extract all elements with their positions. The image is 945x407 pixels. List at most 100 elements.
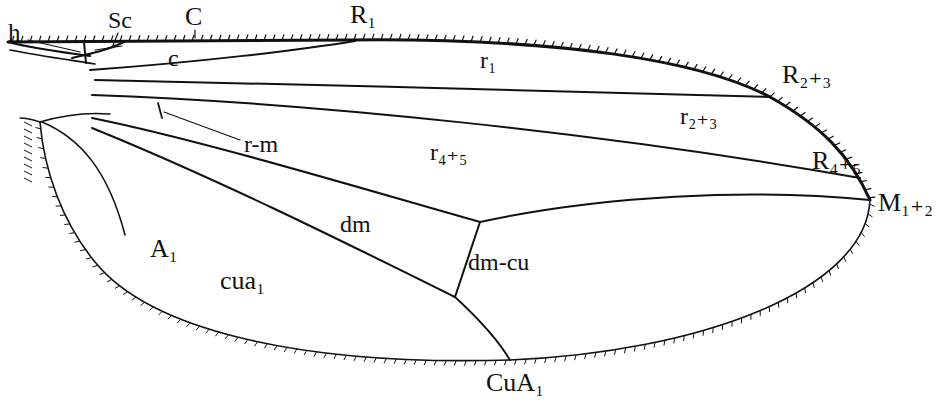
wing-hair xyxy=(345,34,347,40)
wing-hair xyxy=(344,355,346,360)
wing-hair xyxy=(156,35,158,41)
wing-hair xyxy=(856,241,859,245)
wing-hair xyxy=(793,107,798,111)
wing-hair xyxy=(291,34,293,40)
wing-hair xyxy=(444,361,446,366)
cell-label: r₁ xyxy=(480,48,496,72)
wing-hair xyxy=(424,360,426,365)
wing-hair xyxy=(201,35,203,41)
wing-hair xyxy=(354,34,356,40)
wing-hair xyxy=(324,353,327,358)
wing-hair xyxy=(770,93,775,97)
wing-hair xyxy=(868,214,872,217)
wing-hair xyxy=(374,358,376,363)
wing-hair xyxy=(115,286,120,289)
wing-hair xyxy=(294,349,297,354)
wing-hair xyxy=(535,359,537,364)
wing-hair xyxy=(634,346,635,351)
wing-hair xyxy=(309,34,311,40)
wing-hair xyxy=(399,34,401,40)
wing-hair xyxy=(86,258,91,259)
wing-hair xyxy=(40,157,45,159)
wing-hair xyxy=(48,36,50,42)
wing-hair xyxy=(102,35,104,41)
wing-hair xyxy=(489,37,491,43)
wing-hair xyxy=(336,34,338,40)
vein-label: Sc xyxy=(108,8,132,32)
wing-hair xyxy=(498,37,500,43)
wing-hair xyxy=(35,127,40,128)
wing-hair xyxy=(555,357,557,362)
wing-hair xyxy=(614,48,617,54)
wing-hair xyxy=(100,273,105,275)
wing-hair xyxy=(644,344,645,349)
wing-hair xyxy=(668,58,671,63)
wing-hair xyxy=(372,34,374,40)
wing-hair xyxy=(300,34,302,40)
wing-hair xyxy=(663,340,665,345)
alula-hair xyxy=(24,122,32,126)
alula-hair xyxy=(24,157,32,161)
wing-hair xyxy=(43,167,48,169)
wing-hair xyxy=(56,205,61,206)
wing-hair xyxy=(676,60,679,65)
vein-label: M₁₊₂ xyxy=(878,190,933,216)
wing-hair xyxy=(69,232,74,234)
wing-hair xyxy=(850,249,853,254)
wing-hair xyxy=(75,241,80,242)
wing-hair xyxy=(654,342,656,347)
wing-hair xyxy=(534,40,536,46)
wing-hair xyxy=(561,42,564,48)
wing-hair xyxy=(760,311,761,316)
wing-hair xyxy=(703,330,705,335)
alula-hair xyxy=(24,143,32,147)
wing-hair xyxy=(828,136,834,139)
wing-hair xyxy=(464,361,466,366)
wing-hair xyxy=(869,196,875,198)
wing-hair xyxy=(585,354,586,359)
wing-hair xyxy=(525,39,527,45)
wing-hair xyxy=(545,358,547,363)
structure-label: h xyxy=(8,20,21,45)
wing-hair xyxy=(219,35,221,41)
wing-hair xyxy=(444,35,446,41)
wing-hair xyxy=(834,143,840,146)
wing-hair xyxy=(30,36,32,42)
wing-hair xyxy=(800,112,805,116)
wing-hair xyxy=(39,36,41,42)
wing-hair xyxy=(507,38,509,44)
wing-hair xyxy=(334,354,337,359)
wing-hair xyxy=(515,360,517,365)
wing-hair xyxy=(624,348,625,353)
wing-hair xyxy=(762,88,766,93)
wing-hair xyxy=(632,51,635,57)
wing-hair xyxy=(159,311,163,315)
alula-hair xyxy=(24,164,32,168)
wing-hair xyxy=(861,180,867,181)
wing-hair xyxy=(570,43,573,49)
cell-label: r₂₊₃ xyxy=(680,104,717,128)
wing-hair xyxy=(314,352,317,357)
wing-hair xyxy=(192,35,194,41)
wing-hair xyxy=(484,361,486,366)
wing-hair xyxy=(45,177,50,178)
wing-hair xyxy=(615,350,616,355)
wing-hair xyxy=(494,360,496,365)
wing-hair xyxy=(778,97,783,101)
alula-hair xyxy=(24,178,32,182)
wing-hair xyxy=(595,353,596,358)
wing-hair xyxy=(722,325,723,330)
wing-hair xyxy=(84,36,86,42)
wing-hair xyxy=(64,223,69,225)
wing-hair xyxy=(694,64,697,69)
wing-hair xyxy=(57,36,59,42)
vein-label: R₂₊₃ xyxy=(782,62,831,88)
wing-hair xyxy=(588,45,591,51)
wing-hair xyxy=(215,332,218,336)
wing-hair xyxy=(750,314,751,319)
wing-hair xyxy=(228,35,230,41)
wing-hair xyxy=(282,34,284,40)
wing-hair xyxy=(206,329,209,333)
wing-hair xyxy=(787,298,789,303)
